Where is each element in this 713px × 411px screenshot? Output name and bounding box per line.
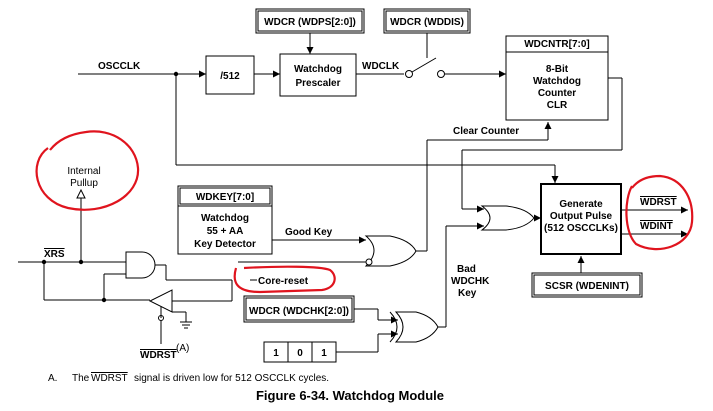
svg-text:1: 1 [321, 348, 327, 359]
internal-pullup [76, 188, 86, 262]
or-gate-pulse [480, 205, 541, 231]
svg-text:SCSR (WDENINT): SCSR (WDENINT) [545, 281, 629, 292]
svg-text:Watchdog: Watchdog [533, 76, 581, 87]
wdkey-register: WDKEY[7:0] [177, 185, 273, 207]
wdcntr-counter-block: WDCNTR[7:0] 8-Bit Watchdog Counter CLR [505, 35, 609, 121]
svg-text:Prescaler: Prescaler [295, 78, 340, 89]
wdclk-label: WDCLK [362, 61, 400, 72]
xor-gate-wdchk [389, 311, 439, 343]
svg-text:/512: /512 [220, 71, 240, 82]
watchdog-prescaler-block: Watchdog Prescaler [279, 53, 357, 97]
wdint-output-label: WDINT [640, 221, 673, 232]
bad-wdchk-key-label-1: Bad [457, 264, 476, 275]
clear-counter-label: Clear Counter [453, 126, 519, 137]
svg-text:8-Bit: 8-Bit [546, 64, 569, 75]
figure-caption: Figure 6-34. Watchdog Module [256, 388, 444, 403]
footnote-before: The [72, 373, 90, 384]
footnote-after: signal is driven low for 512 OSCCLK cycl… [134, 373, 329, 384]
clear-counter-wire [426, 122, 552, 246]
oscclk-wire [78, 70, 559, 183]
wdcr-wddis-register: WDCR (WDDIS) [383, 8, 471, 34]
svg-text:Watchdog: Watchdog [201, 213, 249, 224]
svg-text:(512 OSCCLKs): (512 OSCCLKs) [544, 223, 618, 234]
oscclk-label: OSCCLK [98, 61, 141, 72]
xrs-wire [18, 259, 126, 265]
bad-wdchk-key-label-3: Key [458, 288, 477, 299]
fixed-bits-101: 1 0 1 [263, 341, 337, 363]
and-gate-reset [125, 251, 232, 281]
core-reset-label: Core-reset [258, 276, 309, 287]
wdcr-wdps-register: WDCR (WDPS[2:0]) [255, 8, 365, 34]
or-gate-key [364, 235, 428, 267]
counter-overflow-wire [461, 77, 623, 213]
wdchk-to-xor [354, 308, 398, 324]
svg-text:Generate: Generate [559, 199, 603, 210]
svg-text:WDKEY[7:0]: WDKEY[7:0] [196, 192, 254, 203]
footnote-prefix: A. [48, 373, 57, 384]
internal-pullup-label-2: Pullup [70, 178, 98, 189]
wddis-switch [405, 33, 506, 78]
svg-text:Counter: Counter [538, 88, 576, 99]
svg-text:1: 1 [273, 348, 279, 359]
generate-output-pulse-block: Generate Output Pulse (512 OSCCLKs) [540, 183, 622, 255]
internal-pullup-label-1: Internal [67, 166, 100, 177]
good-key-label: Good Key [285, 227, 333, 238]
bad-key-wire [438, 222, 484, 328]
wdcr-wdchk-register: WDCR (WDCHK[2:0]) [243, 295, 355, 323]
svg-text:0: 0 [297, 348, 303, 359]
key-detector-block: Watchdog 55 + AA Key Detector [177, 205, 273, 255]
buffer-feedback-wire [43, 262, 150, 303]
svg-text:CLR: CLR [547, 100, 568, 111]
bad-wdchk-key-label-2: WDCHK [451, 276, 490, 287]
scsr-wdenint-register: SCSR (WDENINT) [531, 272, 643, 298]
svg-text:Key Detector: Key Detector [194, 239, 256, 250]
red-annotation-pullup [35, 130, 140, 211]
svg-text:Output Pulse: Output Pulse [550, 211, 613, 222]
open-drain-buffer [148, 280, 233, 344]
wdrst-bottom-label: WDRST [140, 350, 177, 361]
red-annotation-outputs [625, 174, 694, 251]
wdrst-bottom-sup: (A) [176, 343, 189, 354]
bits-to-xor [336, 330, 398, 353]
red-annotation-core-reset [233, 265, 336, 294]
svg-text:55 + AA: 55 + AA [207, 226, 244, 237]
svg-text:WDCR (WDCHK[2:0]): WDCR (WDCHK[2:0]) [249, 306, 349, 317]
footnote-signal: WDRST [91, 373, 128, 384]
wdrst-output-label: WDRST [640, 197, 677, 208]
svg-text:WDCR (WDPS[2:0]): WDCR (WDPS[2:0]) [264, 17, 356, 28]
svg-text:WDCNTR[7:0]: WDCNTR[7:0] [524, 39, 590, 50]
svg-text:WDCR (WDDIS): WDCR (WDDIS) [390, 17, 464, 28]
svg-text:Watchdog: Watchdog [294, 64, 342, 75]
divide-512-block: /512 [205, 55, 255, 95]
xrs-label: XRS [44, 249, 65, 260]
